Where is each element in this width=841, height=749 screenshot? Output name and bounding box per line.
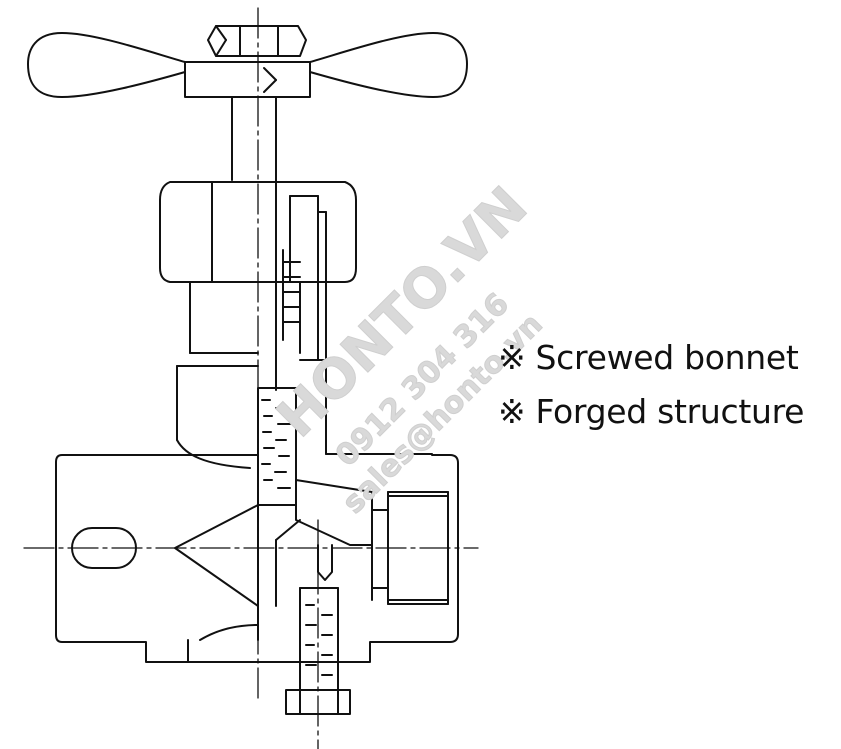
top-nut: [207, 25, 307, 93]
bonnet-nut: [159, 181, 357, 283]
note-forged-structure: ※ Forged structure: [498, 392, 805, 431]
bonnet-neck: [189, 249, 327, 361]
outlet-port: [371, 491, 449, 605]
note-screwed-bonnet: ※ Screwed bonnet: [498, 338, 799, 377]
center-lines: [23, 7, 479, 749]
valve-stem: [231, 96, 297, 506]
handwheel: [27, 32, 468, 98]
upper-body: [176, 359, 433, 469]
valve-disc: [257, 387, 297, 506]
